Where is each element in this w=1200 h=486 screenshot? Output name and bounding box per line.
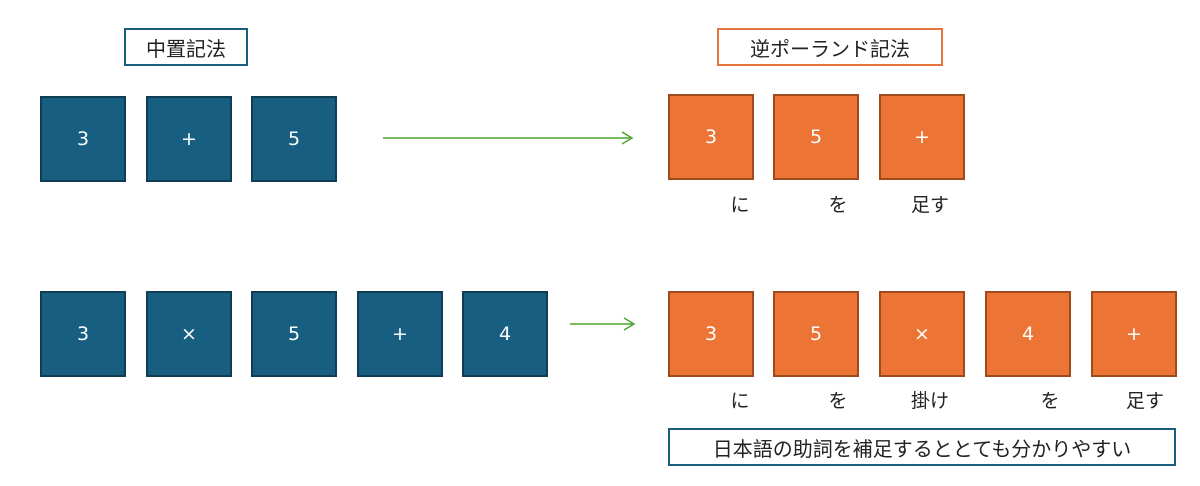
note-box: 日本語の助詞を補足するととても分かりやすい [668,428,1176,466]
tile-text: 4 [498,323,512,345]
tile-text: 3 [76,128,90,150]
row2-infix-tile: 4 [462,291,548,377]
row1-infix-tile: 5 [251,96,337,182]
row2-rpn-tile: 4 [985,291,1071,377]
tile-text: 4 [1021,323,1035,345]
tile-text: + [914,126,930,148]
tile-text: 3 [76,323,90,345]
row1-infix-tile: 3 [40,96,126,182]
row2-infix-tile: 5 [251,291,337,377]
row2-infix-tile: × [146,291,232,377]
row1-rpn-tile: 3 [668,94,754,180]
row2-rpn-tile: × [879,291,965,377]
tile-text: 5 [287,128,301,150]
tile-text: 5 [809,126,823,148]
row2-particle: を [828,390,848,412]
rpn-notation-title: 逆ポーランド記法 [750,36,910,61]
row1-arrow [383,131,634,145]
row1-infix-tile: + [146,96,232,182]
row1-particle: に [730,194,750,216]
infix-notation-label: 中置記法 [124,28,248,66]
tile-text: × [181,323,197,345]
row2-infix-tile: 3 [40,291,126,377]
row2-arrow [570,317,636,331]
tile-text: + [1126,323,1142,345]
row2-particle: に [730,390,750,412]
row2-infix-tile: + [357,291,443,377]
tile-text: × [914,323,930,345]
tile-text: 5 [809,323,823,345]
tile-text: + [392,323,408,345]
row2-rpn-tile: + [1091,291,1177,377]
tile-text: 3 [704,323,718,345]
row1-particle: を [828,194,848,216]
row2-rpn-tile: 3 [668,291,754,377]
tile-text: + [181,128,197,150]
row1-rpn-tile: + [879,94,965,180]
row2-rpn-tile: 5 [773,291,859,377]
note-text: 日本語の助詞を補足するととても分かりやすい [712,436,1132,461]
tile-text: 5 [287,323,301,345]
row1-particle: 足す [910,194,949,216]
row1-rpn-tile: 5 [773,94,859,180]
row2-particle: 掛け [910,390,949,412]
tile-text: 3 [704,126,718,148]
infix-notation-title: 中置記法 [146,36,226,61]
row2-particle: 足す [1125,390,1164,412]
rpn-notation-label: 逆ポーランド記法 [717,28,943,66]
row2-particle: を [1040,390,1060,412]
